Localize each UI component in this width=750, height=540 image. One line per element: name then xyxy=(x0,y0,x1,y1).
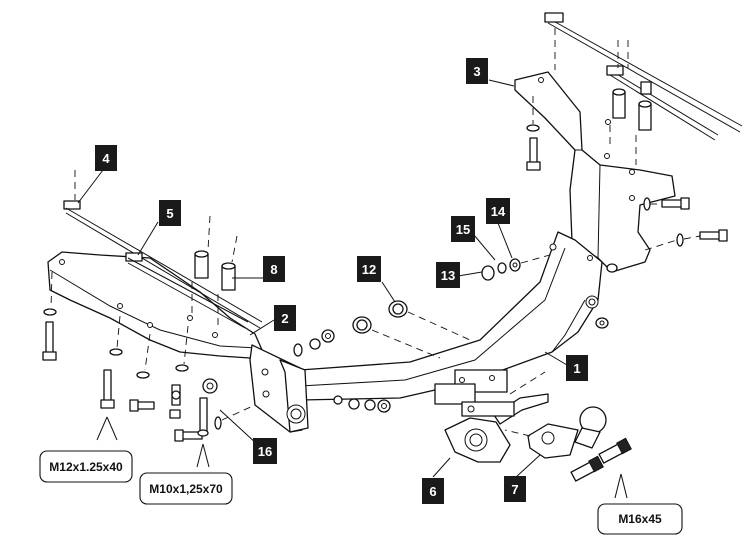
bracket-3-fixing-strap xyxy=(544,12,743,165)
bracket-3-lower-bolt xyxy=(526,96,541,171)
left-end-plate xyxy=(249,344,309,433)
right-bracket-3 xyxy=(514,71,676,273)
tag-7-label: 7 xyxy=(511,482,518,497)
tow-ball-7 xyxy=(504,406,632,482)
tag-15-label: 15 xyxy=(456,222,470,237)
socket-plate-6 xyxy=(444,371,549,463)
crossbar-left-nuts xyxy=(293,329,391,413)
spec-callout-m10: M10x1,25x70 xyxy=(139,472,233,505)
part-tag-1: 1 xyxy=(566,355,588,381)
spec-callout-m12: M12x1.25x40 xyxy=(39,450,133,483)
spec-m12-label: M12x1.25x40 xyxy=(49,460,123,474)
part-tag-4: 4 xyxy=(95,145,117,171)
part-tag-8: 8 xyxy=(263,256,285,282)
round-nuts-12 xyxy=(352,300,471,359)
tag-14-label: 14 xyxy=(491,204,506,219)
part-tag-3: 3 xyxy=(466,58,488,84)
part-tag-12: 12 xyxy=(357,256,381,282)
part-tag-15: 15 xyxy=(451,216,475,242)
tag-16-label: 16 xyxy=(258,444,272,459)
part-tag-2: 2 xyxy=(274,305,296,331)
part-tag-13: 13 xyxy=(436,262,460,288)
crossbar-right-nut xyxy=(595,263,618,329)
right-side-bolts xyxy=(643,197,728,251)
tag-13-label: 13 xyxy=(441,268,455,283)
part-tag-6: 6 xyxy=(422,478,444,504)
part-tag-14: 14 xyxy=(486,198,510,224)
leader-lines xyxy=(77,79,628,499)
part-tag-7: 7 xyxy=(504,476,526,502)
tag-1-label: 1 xyxy=(573,361,580,376)
fixing-strap-5 xyxy=(125,252,249,329)
tag-8-label: 8 xyxy=(270,262,277,277)
tag-3-label: 3 xyxy=(473,64,480,79)
left-horizontal-bolts xyxy=(129,378,256,442)
nut-washers-13-15 xyxy=(481,254,551,281)
spacer-tubes-8 xyxy=(74,170,238,330)
main-crossbar-1 xyxy=(299,231,603,405)
left-vertical-bolts xyxy=(42,271,189,409)
tag-2-label: 2 xyxy=(281,311,288,326)
tag-12-label: 12 xyxy=(362,262,376,277)
spec-m16-label: M16x45 xyxy=(618,512,662,526)
tag-6-label: 6 xyxy=(429,484,436,499)
spec-callout-m16: M16x45 xyxy=(597,503,683,535)
tag-5-label: 5 xyxy=(166,206,173,221)
part-tag-16: 16 xyxy=(253,438,277,464)
tag-4-label: 4 xyxy=(102,151,110,166)
spec-m10-label: M10x1,25x70 xyxy=(149,482,223,496)
part-tag-5: 5 xyxy=(159,200,181,226)
fixing-strap-4 xyxy=(63,200,263,329)
